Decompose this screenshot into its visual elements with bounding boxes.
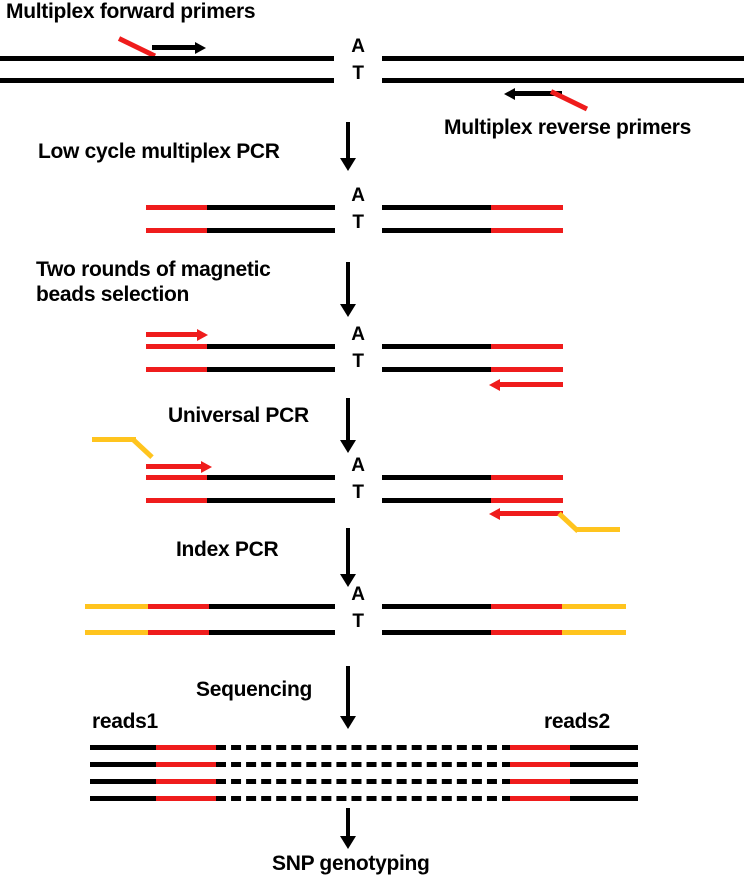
stage1-top-strand-left <box>0 56 334 61</box>
flow-arrow-3-icon <box>336 398 360 454</box>
universal-forward-primer-arrow-icon <box>146 329 208 341</box>
read-1-right-black <box>570 745 638 750</box>
step-index-pcr-label: Index PCR <box>176 538 279 561</box>
snp-base-bottom-stage1: T <box>352 63 364 84</box>
step2-line2: beads selection <box>36 282 190 306</box>
stage5-top-index-right <box>562 604 626 609</box>
stage5-top-target-right <box>382 604 492 609</box>
stage4-bottom-tail-left <box>146 498 208 503</box>
stage4-bottom-target-left <box>207 498 335 503</box>
forward-primer-tail <box>117 36 157 59</box>
stage5-bottom-index-right <box>562 630 626 635</box>
stage5-top-universal-left <box>148 604 210 609</box>
read-2-left-red <box>156 762 218 767</box>
snp-base-bottom-stage3: T <box>352 351 364 372</box>
read-3-left-black <box>90 779 158 784</box>
flow-arrow-4-icon <box>336 528 360 588</box>
read-2-left-black <box>90 762 158 767</box>
read-2-right-red <box>510 762 572 767</box>
snp-base-bottom-stage5: T <box>352 611 364 632</box>
stage3-bottom-target-left <box>207 367 335 372</box>
reads1-label: reads1 <box>92 710 158 733</box>
flow-arrow-5-icon <box>336 666 360 730</box>
stage3-top-target-right <box>382 344 492 349</box>
stage5-bottom-universal-left <box>148 630 210 635</box>
snp-base-top-stage1: A <box>351 36 365 57</box>
stage1-bottom-strand-right <box>382 78 744 83</box>
flow-arrow-2-icon <box>336 262 360 318</box>
stage5-bottom-index-left <box>85 630 149 635</box>
read-4-insert-dashed <box>216 796 512 801</box>
stage4-top-tail-right <box>491 475 563 480</box>
step2-line1: Two rounds of magnetic <box>36 258 271 281</box>
snp-base-top-stage5: A <box>351 584 365 605</box>
snp-base-bottom-stage4: T <box>352 482 364 503</box>
snp-base-bottom-stage2: T <box>352 212 364 233</box>
read-2-insert-dashed <box>216 762 512 767</box>
step-universal-pcr-label: Universal PCR <box>168 404 309 427</box>
read-1-left-black <box>90 745 158 750</box>
stage5-bottom-target-left <box>209 630 335 635</box>
stage2-top-target-right <box>382 205 492 210</box>
stage3-top-tail-left <box>146 344 208 349</box>
read-1-insert-dashed <box>216 745 512 750</box>
index-primer-right-yellow-tail <box>576 527 620 532</box>
read-3-left-red <box>156 779 218 784</box>
stage2-bottom-tail-left <box>146 228 208 233</box>
stage2-top-tail-right <box>491 205 563 210</box>
stage4-top-tail-left <box>146 475 208 480</box>
stage2-bottom-target-right <box>382 228 492 233</box>
read-4-left-red <box>156 796 218 801</box>
read-3-right-red <box>510 779 572 784</box>
stage2-top-tail-left <box>146 205 208 210</box>
stage3-bottom-tail-left <box>146 367 208 372</box>
index-primer-left-yellow-diagonal <box>131 437 154 460</box>
stage2-bottom-target-left <box>207 228 335 233</box>
flow-arrow-1-icon <box>336 122 360 172</box>
read-4-right-red <box>510 796 572 801</box>
reverse-primer-tail <box>549 89 589 112</box>
reverse-primer-arrow-icon <box>504 88 562 100</box>
step-low-cycle-multiplex-pcr-label: Low cycle multiplex PCR <box>38 140 280 163</box>
read-3-insert-dashed <box>216 779 512 784</box>
stage5-top-target-left <box>209 604 335 609</box>
read-4-right-black <box>570 796 638 801</box>
stage1-bottom-strand-left <box>0 78 334 83</box>
index-reverse-primer-arrow-icon <box>489 508 563 520</box>
stage4-top-target-right <box>382 475 492 480</box>
flow-arrow-6-icon <box>336 808 360 850</box>
stage4-bottom-tail-right <box>491 498 563 503</box>
stage5-bottom-universal-right <box>491 630 563 635</box>
snp-base-top-stage2: A <box>351 185 365 206</box>
forward-primers-label: Multiplex forward primers <box>6 0 256 23</box>
stage3-top-tail-right <box>491 344 563 349</box>
stage4-bottom-target-right <box>382 498 492 503</box>
stage5-top-universal-right <box>491 604 563 609</box>
index-primer-left-yellow-tail <box>92 437 136 442</box>
stage3-bottom-target-right <box>382 367 492 372</box>
read-3-right-black <box>570 779 638 784</box>
reads2-label: reads2 <box>544 710 610 733</box>
stage3-bottom-tail-right <box>491 367 563 372</box>
read-2-right-black <box>570 762 638 767</box>
index-forward-primer-arrow-icon <box>146 461 212 473</box>
read-4-left-black <box>90 796 158 801</box>
step-sequencing-label: Sequencing <box>196 678 313 701</box>
reverse-primers-label: Multiplex reverse primers <box>444 116 691 139</box>
forward-primer-arrow-icon <box>152 42 206 54</box>
universal-reverse-primer-arrow-icon <box>489 379 563 391</box>
snp-genotyping-label: SNP genotyping <box>272 852 430 875</box>
step-magnetic-beads-selection-label: Two rounds of magnetic beads selection <box>36 258 271 308</box>
read-1-right-red <box>510 745 572 750</box>
stage4-top-target-left <box>207 475 335 480</box>
stage5-bottom-target-right <box>382 630 492 635</box>
snp-base-top-stage4: A <box>351 455 365 476</box>
stage2-top-target-left <box>207 205 335 210</box>
stage3-top-target-left <box>207 344 335 349</box>
snp-base-top-stage3: A <box>351 324 365 345</box>
read-1-left-red <box>156 745 218 750</box>
stage2-bottom-tail-right <box>491 228 563 233</box>
stage5-top-index-left <box>85 604 149 609</box>
stage1-top-strand-right <box>382 56 744 61</box>
